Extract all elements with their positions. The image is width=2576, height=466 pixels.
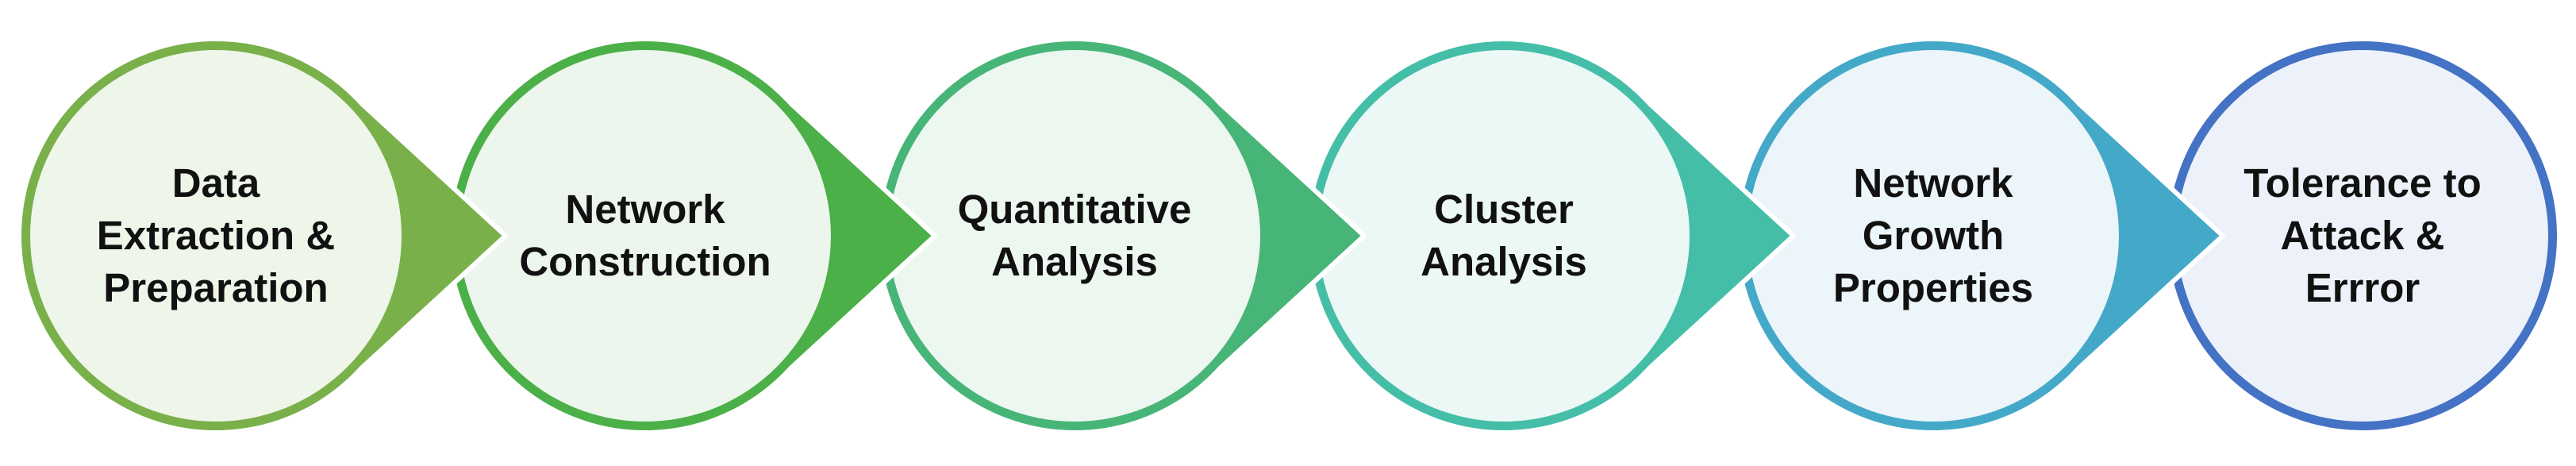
step-disk-5 bbox=[1747, 50, 2119, 422]
step-disk-6 bbox=[2177, 50, 2548, 422]
step-shape-6 bbox=[2163, 37, 2562, 435]
step-shape-4 bbox=[1305, 37, 1796, 435]
step-shape-3 bbox=[875, 37, 1367, 435]
step-shape-1 bbox=[17, 37, 508, 435]
step-disk-3 bbox=[889, 50, 1260, 422]
step-shape-2 bbox=[446, 37, 937, 435]
step-shape-5 bbox=[1734, 37, 2225, 435]
step-disk-4 bbox=[1318, 50, 1690, 422]
step-disk-2 bbox=[459, 50, 831, 422]
step-disk-1 bbox=[30, 50, 402, 422]
